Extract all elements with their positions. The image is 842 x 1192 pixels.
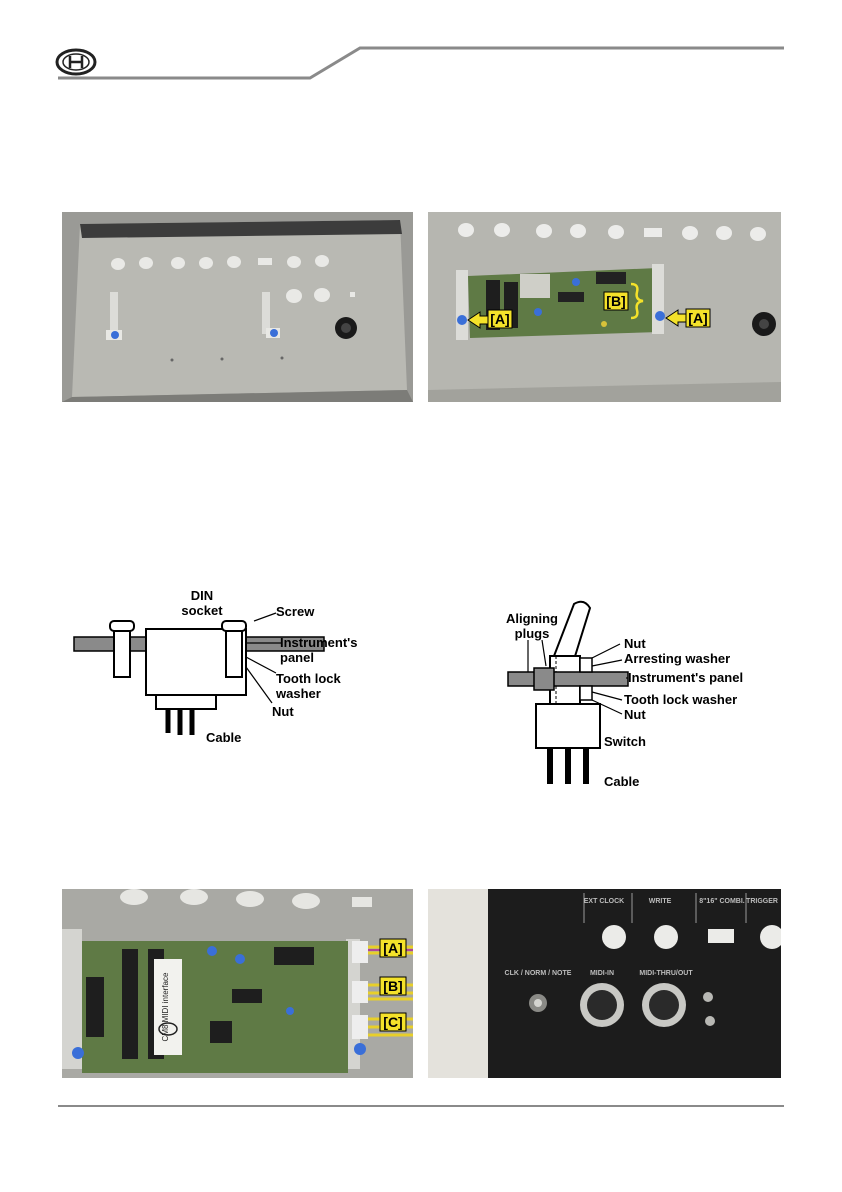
midi-thru-out-socket (642, 983, 686, 1027)
label-nut: Nut (272, 704, 294, 719)
eprom-label: CM8 MIDI interface (154, 959, 182, 1055)
label-aligning-plugs: Aligning plugs (498, 611, 566, 641)
photo-front-panel: EXT CLOCK WRITE 8"16" COMBI. TRIGGER CLK… (428, 889, 781, 1078)
svg-text:CM8 MIDI interface: CM8 MIDI interface (161, 972, 170, 1041)
label-tooth-lock-washer: Tooth lock washer (624, 692, 737, 707)
label-combi: 8"16" COMBI. (699, 898, 745, 905)
chd-logo-icon (57, 50, 95, 74)
callout-a: [A] (380, 939, 406, 957)
callout-c: [C] (380, 1013, 406, 1031)
label-nut-top: Nut (624, 636, 646, 651)
label-instrument-panel: Instrument's panel (280, 635, 358, 665)
switch-diagram: Aligning plugs Nut Arresting washer Inst… (498, 596, 758, 796)
svg-text:[B]: [B] (606, 293, 625, 309)
label-tooth-lock-washer: Tooth lock washer (276, 671, 341, 701)
label-trigger: TRIGGER (746, 898, 778, 905)
callout-b: [B] (380, 977, 406, 995)
page-header (0, 0, 842, 90)
svg-text:[A]: [A] (490, 311, 509, 327)
label-midi-in: MIDI-IN (590, 970, 614, 977)
label-cable: Cable (206, 730, 241, 745)
midi-in-socket (580, 983, 624, 1027)
standoff-right (652, 264, 665, 334)
din-socket-diagram: DIN socket Screw Instrument's panel Toot… (70, 585, 400, 750)
svg-text:[B]: [B] (383, 978, 402, 994)
photo-mounted-pcb: [A] [B] [A] (428, 212, 781, 402)
label-switch: Switch (604, 734, 646, 749)
photo-empty-panel (62, 212, 413, 402)
svg-text:[C]: [C] (383, 1014, 402, 1030)
header-rule (0, 0, 842, 90)
rubber-grommet (752, 312, 776, 336)
rubber-grommet (335, 317, 357, 339)
label-arresting-washer: Arresting washer (624, 651, 730, 666)
label-ext-clock: EXT CLOCK (584, 898, 624, 905)
label-screw: Screw (276, 604, 314, 619)
svg-text:[A]: [A] (688, 310, 707, 326)
toggle-switch (529, 994, 547, 1012)
footer-rule (58, 1105, 784, 1107)
label-nut-bottom: Nut (624, 707, 646, 722)
label-midi-thru-out: MIDI-THRU/OUT (639, 970, 693, 977)
label-cable: Cable (604, 774, 639, 789)
photo-pcb-closeup: CM8 MIDI interface [A] (62, 889, 413, 1078)
pcb-board: CM8 MIDI interface (72, 941, 366, 1073)
label-instrument-panel: Instrument's panel (628, 670, 743, 685)
label-din-socket: DIN socket (166, 588, 238, 618)
label-write: WRITE (649, 898, 672, 905)
svg-text:[A]: [A] (383, 940, 402, 956)
standoff-left (456, 270, 468, 340)
label-clk-norm-note: CLK / NORM / NOTE (505, 970, 572, 977)
